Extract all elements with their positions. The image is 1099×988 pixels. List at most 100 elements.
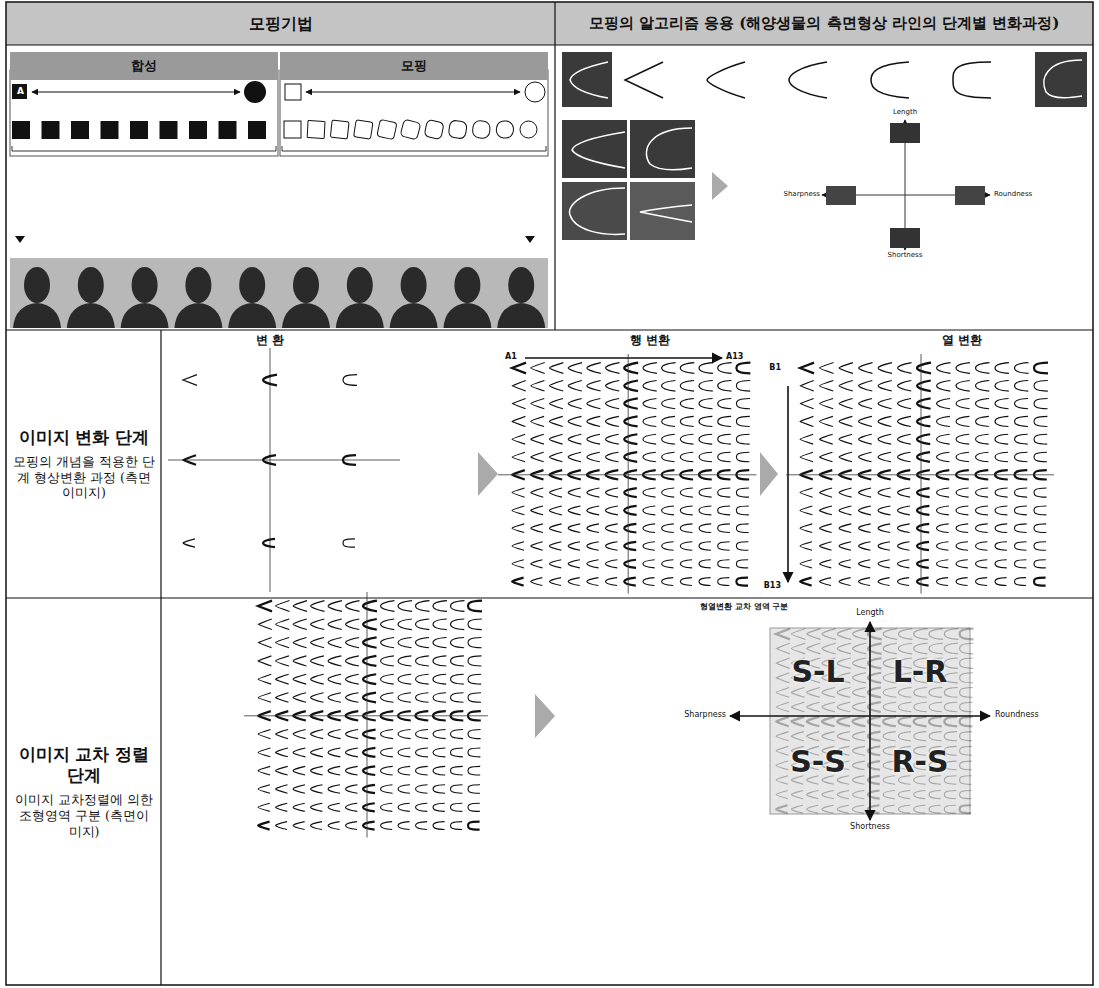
figure-path — [878, 434, 891, 444]
figure-path — [587, 524, 599, 533]
figure-path — [311, 803, 323, 811]
figure-path — [606, 542, 618, 550]
figure-path — [258, 730, 271, 739]
figure-path — [898, 434, 911, 444]
figure-path — [328, 656, 341, 666]
figure-path — [531, 488, 544, 497]
figure-path — [898, 542, 910, 550]
figure-path — [868, 717, 881, 726]
figure-path — [121, 303, 169, 328]
figure-path — [929, 687, 942, 697]
figure-path — [917, 363, 931, 374]
figure-path — [398, 656, 411, 666]
figure-path — [258, 637, 272, 647]
figure-path — [1015, 560, 1027, 568]
figure-path — [531, 452, 544, 462]
figure-path — [680, 363, 694, 374]
figure-path — [680, 488, 693, 497]
figure-path — [587, 542, 599, 550]
figure-path — [311, 766, 323, 775]
figure-path — [944, 732, 957, 741]
figure-path — [67, 303, 115, 328]
figure-path — [451, 748, 463, 757]
figure-path — [643, 506, 655, 515]
figure-path — [451, 730, 464, 739]
figure-path — [914, 687, 927, 697]
figure-path — [917, 488, 930, 497]
index-label: A13 — [726, 353, 743, 362]
column-header: 열 변환 — [942, 334, 982, 347]
figure-path — [712, 172, 728, 200]
figure-path — [568, 434, 581, 444]
figure-path — [868, 776, 880, 784]
figure-path — [258, 766, 270, 775]
figure-path — [839, 542, 851, 550]
figure-rect — [955, 186, 985, 205]
figure-path — [883, 732, 896, 741]
panel-header: 합성 — [10, 52, 278, 80]
figure-path — [680, 452, 693, 462]
index-label: B1 — [769, 364, 781, 373]
figure-group — [786, 354, 1054, 594]
figure-path — [917, 524, 929, 533]
figure-path — [699, 542, 711, 550]
figure-path — [776, 732, 789, 741]
figure-path — [820, 524, 832, 533]
figure-path — [363, 601, 377, 612]
figure-path — [776, 629, 790, 640]
figure-path — [718, 542, 730, 550]
figure-path — [736, 381, 750, 392]
figure-path — [898, 488, 911, 497]
figure-path — [898, 363, 912, 374]
figure-rect — [6, 2, 1093, 985]
figure-path — [258, 748, 270, 757]
figure-path — [568, 381, 582, 392]
figure-path — [837, 687, 850, 697]
figure-path — [791, 717, 804, 726]
figure-path — [699, 452, 712, 462]
figure-path — [343, 375, 357, 386]
figure-path — [451, 822, 463, 830]
figure-path — [512, 363, 526, 374]
figure-path — [859, 416, 872, 426]
figure-rect — [219, 121, 237, 139]
figure-path — [183, 539, 195, 547]
figure-rect — [42, 121, 60, 139]
figure-path — [433, 693, 446, 703]
figure-path — [929, 732, 942, 741]
figure-path — [363, 766, 375, 775]
figure-path — [512, 506, 524, 515]
figure-path — [328, 601, 342, 612]
figure-path — [587, 452, 600, 462]
figure-path — [328, 748, 340, 757]
figure-path — [624, 578, 636, 586]
figure-path — [839, 363, 853, 374]
figure-rect — [12, 121, 30, 139]
figure-path — [535, 694, 555, 738]
figure-path — [956, 524, 968, 533]
figure-path — [898, 452, 911, 462]
figure-path — [839, 452, 852, 462]
figure-path — [898, 791, 910, 799]
figure-path — [381, 822, 393, 830]
figure-path — [917, 578, 929, 586]
figure-path — [791, 702, 804, 712]
figure-path — [898, 687, 911, 697]
region-label: R-S — [891, 745, 948, 778]
figure-path — [937, 434, 950, 444]
figure-rect — [10, 258, 548, 328]
figure-path — [929, 702, 942, 712]
figure-path — [1015, 398, 1029, 408]
figure-path — [929, 805, 941, 813]
figure-path — [624, 524, 636, 533]
figure-path — [569, 188, 625, 234]
figure-path — [497, 303, 545, 328]
figure-path — [346, 619, 360, 630]
figure-group — [183, 375, 357, 548]
axis-label: Roundness — [995, 711, 1039, 720]
figure-path — [1034, 398, 1048, 408]
figure-path — [937, 560, 949, 568]
figure-path — [1034, 363, 1048, 374]
figure-line — [306, 92, 520, 93]
figure-path — [837, 805, 849, 813]
